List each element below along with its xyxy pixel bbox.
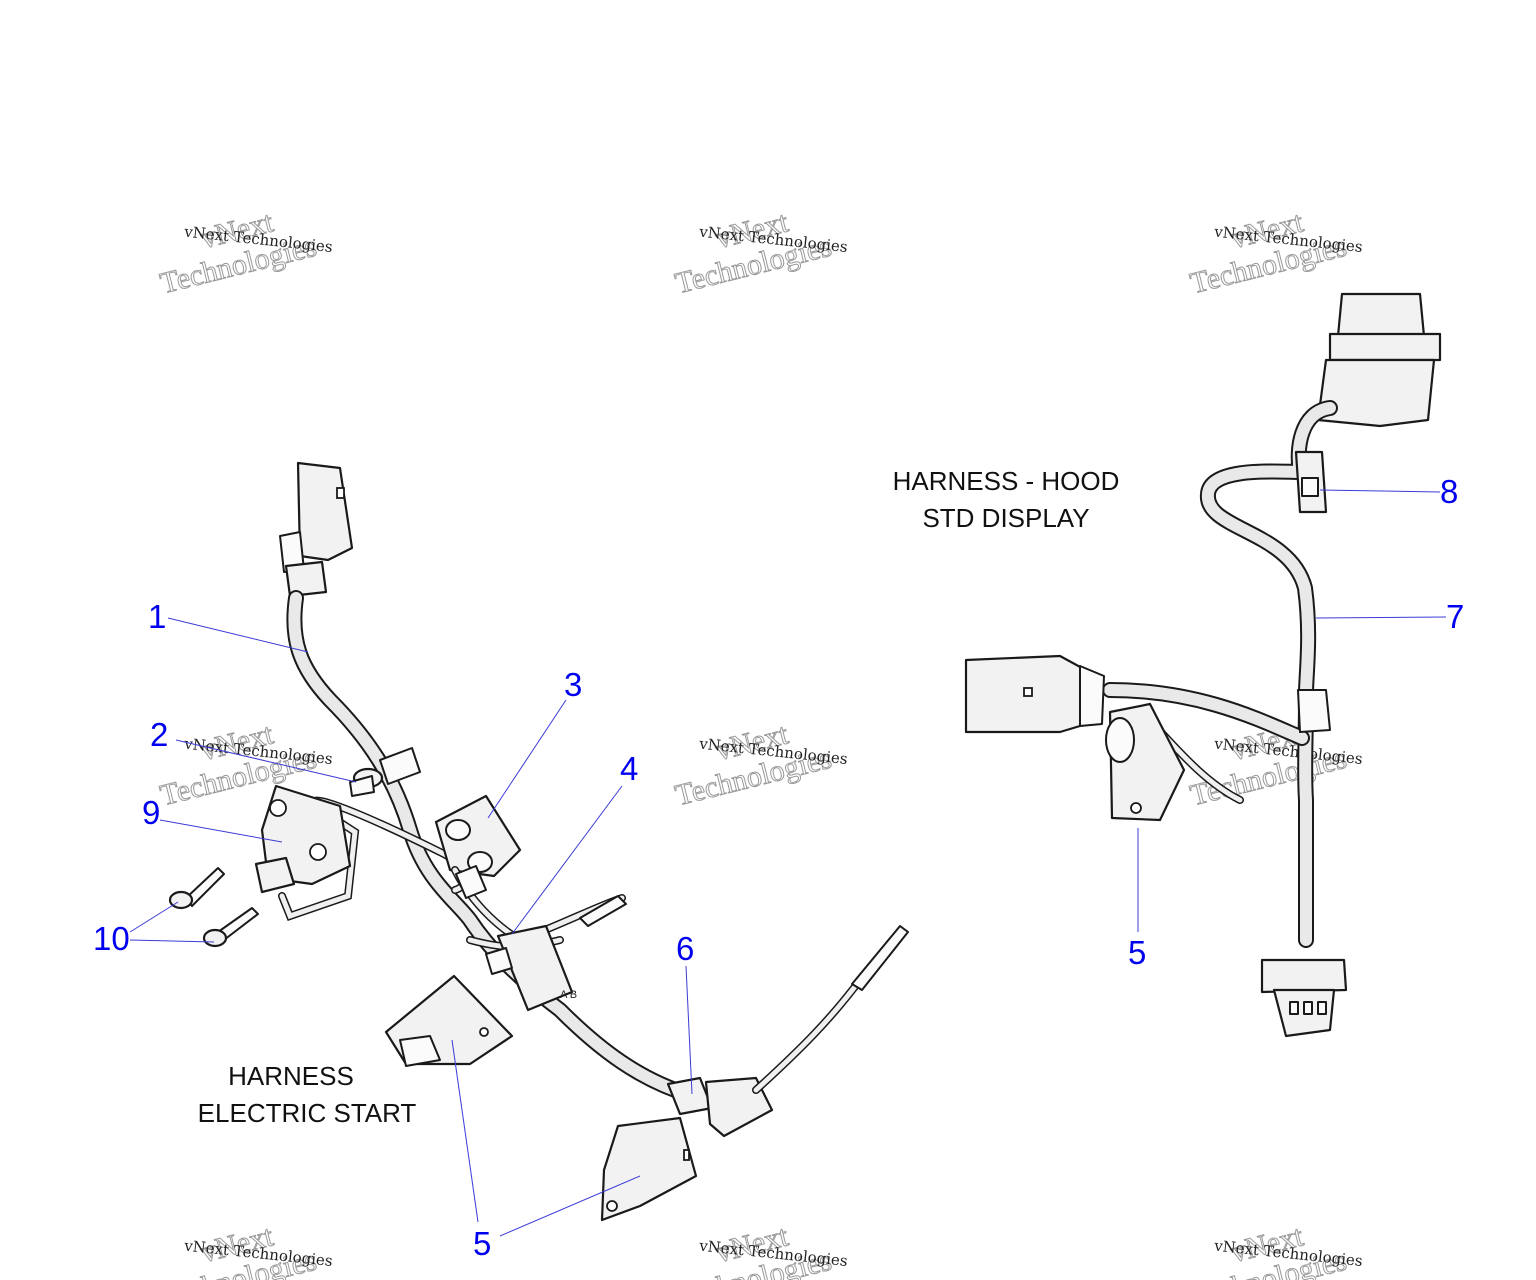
callout-7: 7: [1446, 598, 1464, 635]
top-connector-part: [279, 461, 354, 598]
side-connector-part: [964, 654, 1105, 734]
hood-title-line1: HARNESS - HOOD: [893, 466, 1120, 496]
leader-lines: [129, 489, 1447, 1237]
hood-main-wire: [1102, 400, 1338, 948]
callout-6: 6: [676, 930, 694, 967]
callout-10: 10: [93, 920, 130, 957]
boot-cover-part: [600, 1116, 698, 1222]
electric-start-title-line1: HARNESS: [228, 1061, 354, 1091]
box-connector-part: [434, 794, 522, 878]
ground-bracket-part: [254, 784, 469, 922]
display-connector-part: [1316, 292, 1442, 428]
callout-8: 8: [1440, 473, 1458, 510]
svg-text:A B: A B: [560, 989, 577, 1001]
callout-1: 1: [148, 598, 166, 635]
callout-numbers: 1 2 3 4 5 6 7 8 9 10 5: [93, 473, 1464, 1262]
inline-connector-part: A B: [485, 924, 577, 1012]
clip-part: [1294, 450, 1328, 514]
boot-cover-part: [1105, 702, 1186, 822]
harness-electric-start-assembly: A B: [168, 461, 909, 1222]
section-titles: HARNESS ELECTRIC START HARNESS - HOOD ST…: [198, 466, 1120, 1128]
boot-cover-part: [384, 974, 514, 1067]
main-harness-wire: [286, 590, 698, 1103]
electric-start-title-line2: ELECTRIC START: [198, 1098, 417, 1128]
callout-5-electric-start: 5: [473, 1225, 491, 1262]
harness-hood-assembly: [964, 292, 1442, 1038]
terminal-connector-part: [579, 895, 909, 1138]
screw-parts: [168, 867, 259, 948]
callout-2: 2: [150, 716, 168, 753]
callout-4: 4: [620, 750, 638, 787]
hood-title-line2: STD DISPLAY: [922, 503, 1089, 533]
callout-3: 3: [564, 666, 582, 703]
wire-clip-part: [379, 747, 421, 785]
wire-clip-part: [1297, 689, 1331, 733]
callout-9: 9: [142, 794, 160, 831]
callout-5-hood: 5: [1128, 934, 1146, 971]
bottom-connector-part: [1260, 958, 1348, 1038]
stud-part: [349, 767, 384, 797]
